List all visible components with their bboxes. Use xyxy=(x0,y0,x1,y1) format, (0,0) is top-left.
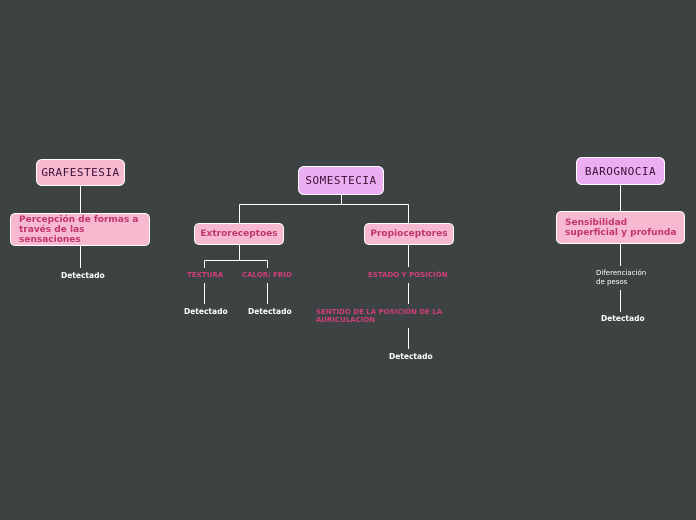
diferenciacion-label[interactable]: Diferenciación de pesos xyxy=(596,269,647,286)
estado-posicion-label[interactable]: ESTADO Y POSICIÓN xyxy=(368,271,448,279)
somestecia-label: SOMESTECIA xyxy=(305,174,377,187)
detectado-label[interactable]: Detectado xyxy=(389,352,433,361)
calor-frio-label[interactable]: CALOR/ FRIO xyxy=(242,271,292,279)
detectado-label[interactable]: Detectado xyxy=(601,314,645,323)
detectado-label[interactable]: Detectado xyxy=(61,271,105,280)
textura-label[interactable]: TEXTURA xyxy=(187,271,224,279)
extroreceptoes-label: Extroreceptoes xyxy=(200,229,278,239)
percepcion-label: Percepción de formas a través de las sen… xyxy=(19,214,139,245)
sensibilidad-label: Sensibilidad superficial y profunda xyxy=(565,217,677,238)
extroreceptoes-node[interactable]: Extroreceptoes xyxy=(194,223,284,245)
somestecia-node[interactable]: SOMESTECIA xyxy=(298,166,384,195)
grafestesia-label: GRAFESTESIA xyxy=(41,166,120,179)
propioceptores-label: Propioceptores xyxy=(370,229,448,239)
detectado-label[interactable]: Detectado xyxy=(184,307,228,316)
barognocia-label: BAROGNOCIA xyxy=(584,164,657,178)
barognocia-node[interactable]: BAROGNOCIA xyxy=(576,157,665,185)
sentido-posicion-label[interactable]: SENTIDO DE LA POSICIÓN DE LA AURICULACIÓ… xyxy=(316,308,443,324)
propioceptores-node[interactable]: Propioceptores xyxy=(364,223,454,245)
detectado-label[interactable]: Detectado xyxy=(248,307,292,316)
grafestesia-node[interactable]: GRAFESTESIA xyxy=(36,159,125,186)
sensibilidad-node[interactable]: Sensibilidad superficial y profunda xyxy=(556,211,685,244)
percepcion-node[interactable]: Percepción de formas a través de las sen… xyxy=(10,213,150,246)
